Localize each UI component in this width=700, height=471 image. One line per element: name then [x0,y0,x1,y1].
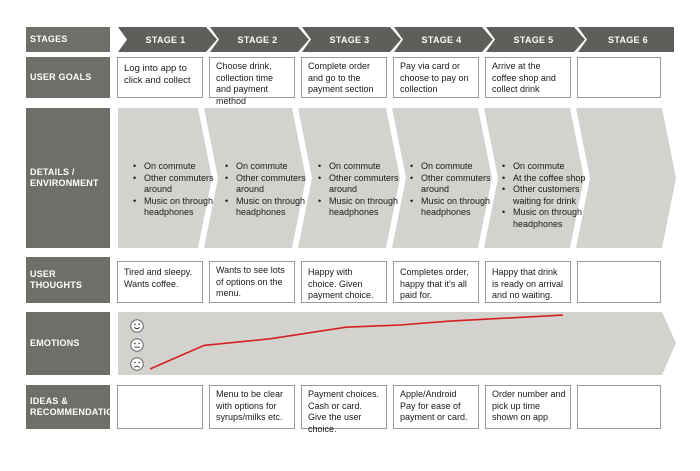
stage-arrow [486,27,585,52]
emotion-band [118,312,676,375]
details-item: Music on through headphones [225,196,314,219]
details-list: On commute At the coffee shop Other cust… [499,161,591,230]
user-goal-cell [577,57,661,98]
idea-cell: Apple/Android Pay for ease of payment or… [393,385,479,429]
stage-label: STAGE 4 [421,34,462,45]
details-item: Other customers waiting for drink [502,184,591,207]
sad-face-icon [130,357,144,371]
row-label-user-thoughts: USER THOUGHTS [26,257,110,303]
stage-label: STAGE 3 [329,34,370,45]
stage-label: STAGE 2 [237,34,278,45]
stage-label: STAGE 6 [608,34,648,45]
row-label-emotions: EMOTIONS [26,312,110,375]
details-item: Music on through headphones [502,207,591,230]
details-item: Music on through headphones [318,196,407,219]
user-goal-cell: Arrive at the coffee shop and collect dr… [485,57,571,98]
idea-cell [577,385,661,429]
user-thought-cell: Wants to see lots of options on the menu… [209,261,295,303]
row-label-stages: STAGES [26,27,110,52]
details-chevron [576,108,676,248]
details-item: On commute [225,161,314,173]
details-item: Other commuters around [133,173,222,196]
details-item: On commute [502,161,591,173]
user-thought-cell: Happy with choice. Given payment choice. [301,261,387,303]
user-goal-cell: Log into app to click and collect [117,57,203,98]
details-item: Other commuters around [410,173,499,196]
details-item: Other commuters around [225,173,314,196]
details-list: On commute Other commuters around Music … [315,161,407,219]
details-item: Music on through headphones [133,196,222,219]
stage-arrow [118,27,217,52]
user-thought-cell: Tired and sleepy. Wants coffee. [117,261,203,303]
idea-cell [117,385,203,429]
details-item: On commute [318,161,407,173]
details-item: On commute [133,161,222,173]
stage-label: STAGE 5 [513,34,554,45]
stage-arrow [302,27,401,52]
idea-cell: Order number and pick up time shown on a… [485,385,571,429]
user-thought-cell: Completes order, happy that it’s all pai… [393,261,479,303]
details-list: On commute Other commuters around Music … [407,161,499,219]
details-list: On commute Other commuters around Music … [222,161,314,219]
idea-cell: Payment choices. Cash or card. Give the … [301,385,387,434]
row-label-ideas: IDEAS & RECOMMENDATIONS [26,385,126,429]
stage-label: STAGE 1 [145,34,186,45]
idea-cell: Menu to be clear with options for syrups… [209,385,295,429]
user-thought-cell: Happy that drink is ready on arrival and… [485,261,571,303]
row-label-details: DETAILS / ENVIRONMENT [26,108,110,248]
details-list: On commute Other commuters around Music … [130,161,222,219]
user-goal-cell: Complete order and go to the payment sec… [301,57,387,98]
stage-arrow [210,27,309,52]
neutral-face-icon [130,338,144,352]
user-goal-cell: Pay via card or choose to pay on collect… [393,57,479,98]
stage-arrow [578,27,674,52]
details-item: Music on through headphones [410,196,499,219]
happy-face-icon [130,319,144,333]
stage-arrow [394,27,493,52]
emotion-curve [149,314,564,370]
user-goal-cell: Choose drink, collection time and paymen… [209,57,295,106]
details-item: At the coffee shop [502,173,591,185]
row-label-user-goals: USER GOALS [26,57,110,98]
details-item: Other commuters around [318,173,407,196]
user-thought-cell [577,261,661,303]
details-item: On commute [410,161,499,173]
